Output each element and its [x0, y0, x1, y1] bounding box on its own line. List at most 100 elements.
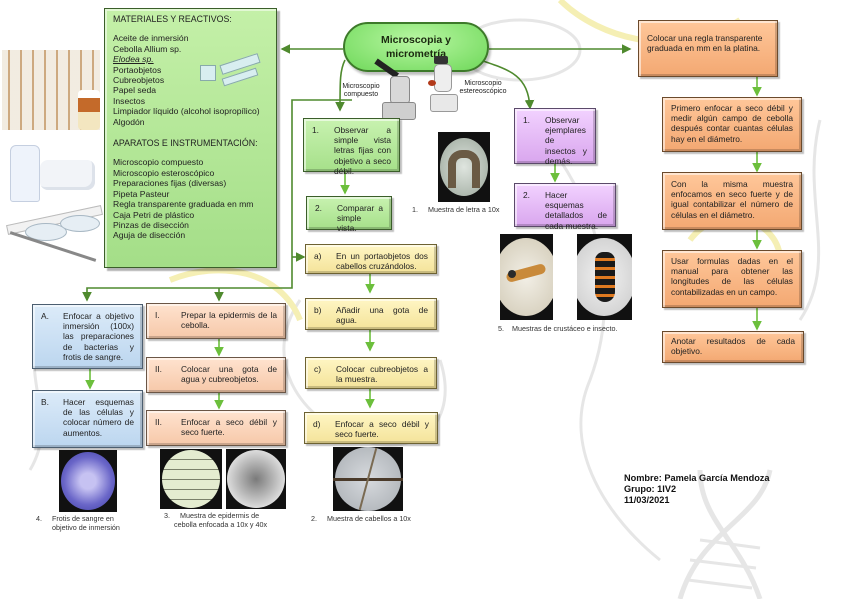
medicine-bottle-image [78, 90, 100, 130]
onion-step-3: II. Enfocar a seco débil y seco fuerte. [146, 410, 286, 446]
step-number: c) [314, 364, 321, 374]
step-text: Prepar la epidermis de la cebolla. [181, 310, 277, 331]
micrometry-step-3: Con la misma muestra enfocamos en seco f… [662, 172, 802, 230]
caption-text: Muestra de letra a 10x [428, 205, 500, 214]
step-text: Enfocar a seco débil y seco fuerte. [181, 417, 277, 438]
alcohol-bottle-image [10, 145, 40, 202]
step-number: 1. [312, 125, 319, 135]
onion-epidermis-40x-photo [226, 449, 286, 509]
materials-item: Cubreobjetos [113, 75, 165, 86]
materials-item: Papel seda [113, 85, 157, 96]
label-line: estereoscópico [459, 88, 507, 95]
step-number: b) [314, 305, 322, 315]
simple-view-step-1: 1. Observar a simple vista letras fijas … [303, 118, 400, 176]
micrometry-step-2: Primero enfocar a seco débil y medir alg… [662, 97, 802, 152]
step-text: Hacer esquemas detallados de cada muestr… [545, 190, 607, 231]
compound-microscope-image [374, 58, 416, 122]
simple-view-step-2: 2. Comparar a simple vista. [306, 196, 392, 234]
step-text: Comparar a simple vista. [337, 203, 383, 234]
insect-step-2: 2. Hacer esquemas detallados de cada mue… [514, 183, 616, 231]
step-text: Primero enfocar a seco débil y medir alg… [671, 103, 793, 144]
micrometry-step-1: Colocar una regla transparente graduada … [638, 20, 778, 77]
materials-panel: MATERIALES Y REACTIVOS: Aceite de inmers… [104, 8, 277, 268]
step-number: II. [155, 417, 162, 427]
author-name: Nombre: Pamela García Mendoza [624, 473, 770, 483]
immersion-step-b: B. Hacer esquemas de las células y coloc… [32, 390, 143, 448]
onion-step-1: I. Prepar la epidermis de la cebolla. [146, 303, 286, 339]
onion-step-2: II. Colocar una gota de agua y cubreobje… [146, 357, 286, 393]
title-line: Microscopia y [380, 34, 452, 46]
materials-heading: MATERIALES Y REACTIVOS: [113, 14, 232, 24]
caption-number: 1. [412, 205, 418, 214]
caption-text: Muestra de cabellos a 10x [327, 514, 411, 523]
caption-text: Frotis de sangre en [52, 514, 114, 523]
stereo-microscope-image [428, 56, 458, 114]
materials-item: Algodón [113, 116, 145, 127]
label-line: Microscopio [342, 83, 380, 90]
crustacean-photo [500, 234, 553, 320]
onion-epidermis-10x-photo [160, 449, 222, 509]
label-line: Microscopio [464, 80, 502, 87]
step-text: Observar a simple vista letras fijas con… [334, 125, 391, 176]
petri-dish-image [25, 223, 67, 241]
cotton-roll-image [40, 160, 95, 190]
materials-item: Limpiador líquido (alcohol isopropílico) [113, 106, 260, 117]
caption-blood-smear: 4. Frotis de sangre en objetivo de inmer… [36, 514, 136, 532]
main-title: Microscopia y micrometría [343, 22, 489, 72]
step-text: Colocar cubreobjetos a la muestra. [336, 364, 428, 385]
step-text: Usar formulas dadas en el manual para ob… [671, 256, 793, 297]
caption-text: Muestra de epidermis de [180, 511, 260, 520]
step-number: II. [155, 364, 162, 374]
step-text: Con la misma muestra enfocamos en seco f… [671, 179, 793, 220]
hair-sample-photo [333, 447, 403, 511]
apparatus-item: Pipeta Pasteur [113, 188, 170, 199]
step-text: Enfocar a objetivo inmersión (100x) las … [63, 311, 134, 362]
author-group: Grupo: 1IV2 [624, 484, 677, 494]
step-text: Colocar una regla transparente graduada … [647, 33, 763, 54]
materials-item: Aceite de inmersión [113, 33, 189, 44]
immersion-step-a: A. Enfocar a objetivo inmersión (100x) l… [32, 304, 143, 369]
slides-illustration [200, 53, 261, 87]
step-text: En un portaobjetos dos cabellos cruzándo… [336, 251, 428, 272]
label-line: compuesto [343, 91, 379, 98]
step-number: 2. [523, 190, 530, 200]
materials-item: Insectos [113, 95, 146, 106]
hair-step-b: b) Añadir una gota de agua. [305, 298, 437, 330]
caption-text: objetivo de inmersión [52, 522, 120, 532]
letter-sample-photo [438, 132, 490, 202]
step-text: Observar ejemplares de insectos y demás. [545, 115, 587, 166]
stereo-microscope-label: Microscopio estereoscópico [457, 80, 509, 96]
caption-number: 5. [498, 324, 504, 333]
caption-text: Muestras de crustáceo e insecto. [512, 324, 618, 333]
step-number: I. [155, 310, 160, 320]
caption-number: 2. [311, 514, 317, 523]
insect-step-1: 1. Observar ejemplares de insectos y dem… [514, 108, 596, 166]
step-number: a) [314, 251, 322, 261]
apparatus-item: Aguja de disección [113, 230, 186, 241]
materials-item: Portaobjetos [113, 64, 162, 75]
author-info: Nombre: Pamela García Mendoza Grupo: 1IV… [624, 473, 770, 506]
step-number: 2. [315, 203, 322, 213]
apparatus-item: Microscopio esteroscópico [113, 167, 215, 178]
author-date: 11/03/2021 [624, 495, 670, 505]
insect-photo [577, 234, 632, 320]
hair-step-c: c) Colocar cubreobjetos a la muestra. [305, 357, 437, 389]
apparatus-item: Preparaciones fijas (diversas) [113, 178, 227, 189]
step-number: d) [313, 419, 321, 429]
blood-smear-photo [59, 450, 117, 512]
caption-number: 4. [36, 514, 42, 523]
step-text: Enfocar a seco débil y seco fuerte. [335, 419, 429, 440]
apparatus-list: Microscopio compuesto Microscopio estero… [113, 157, 268, 240]
lab-supplies-illustration [0, 45, 104, 262]
apparatus-item: Caja Petri de plástico [113, 209, 195, 220]
title-line: micrometría [385, 48, 447, 60]
hair-step-d: d) Enfocar a seco débil y seco fuerte. [304, 412, 438, 444]
compound-microscope-label: Microscopio compuesto [338, 83, 384, 99]
materials-item: Elodea sp. [113, 54, 154, 65]
micrometry-step-4: Usar formulas dadas en el manual para ob… [662, 250, 802, 308]
caption-crustacean-insect: 5. Muestras de crustáceo e insecto. [498, 324, 618, 334]
step-number: 1. [523, 115, 530, 125]
step-text: Colocar una gota de agua y cubreobjetos. [181, 364, 277, 385]
step-number: B. [41, 397, 49, 407]
apparatus-item: Pinzas de disección [113, 219, 189, 230]
